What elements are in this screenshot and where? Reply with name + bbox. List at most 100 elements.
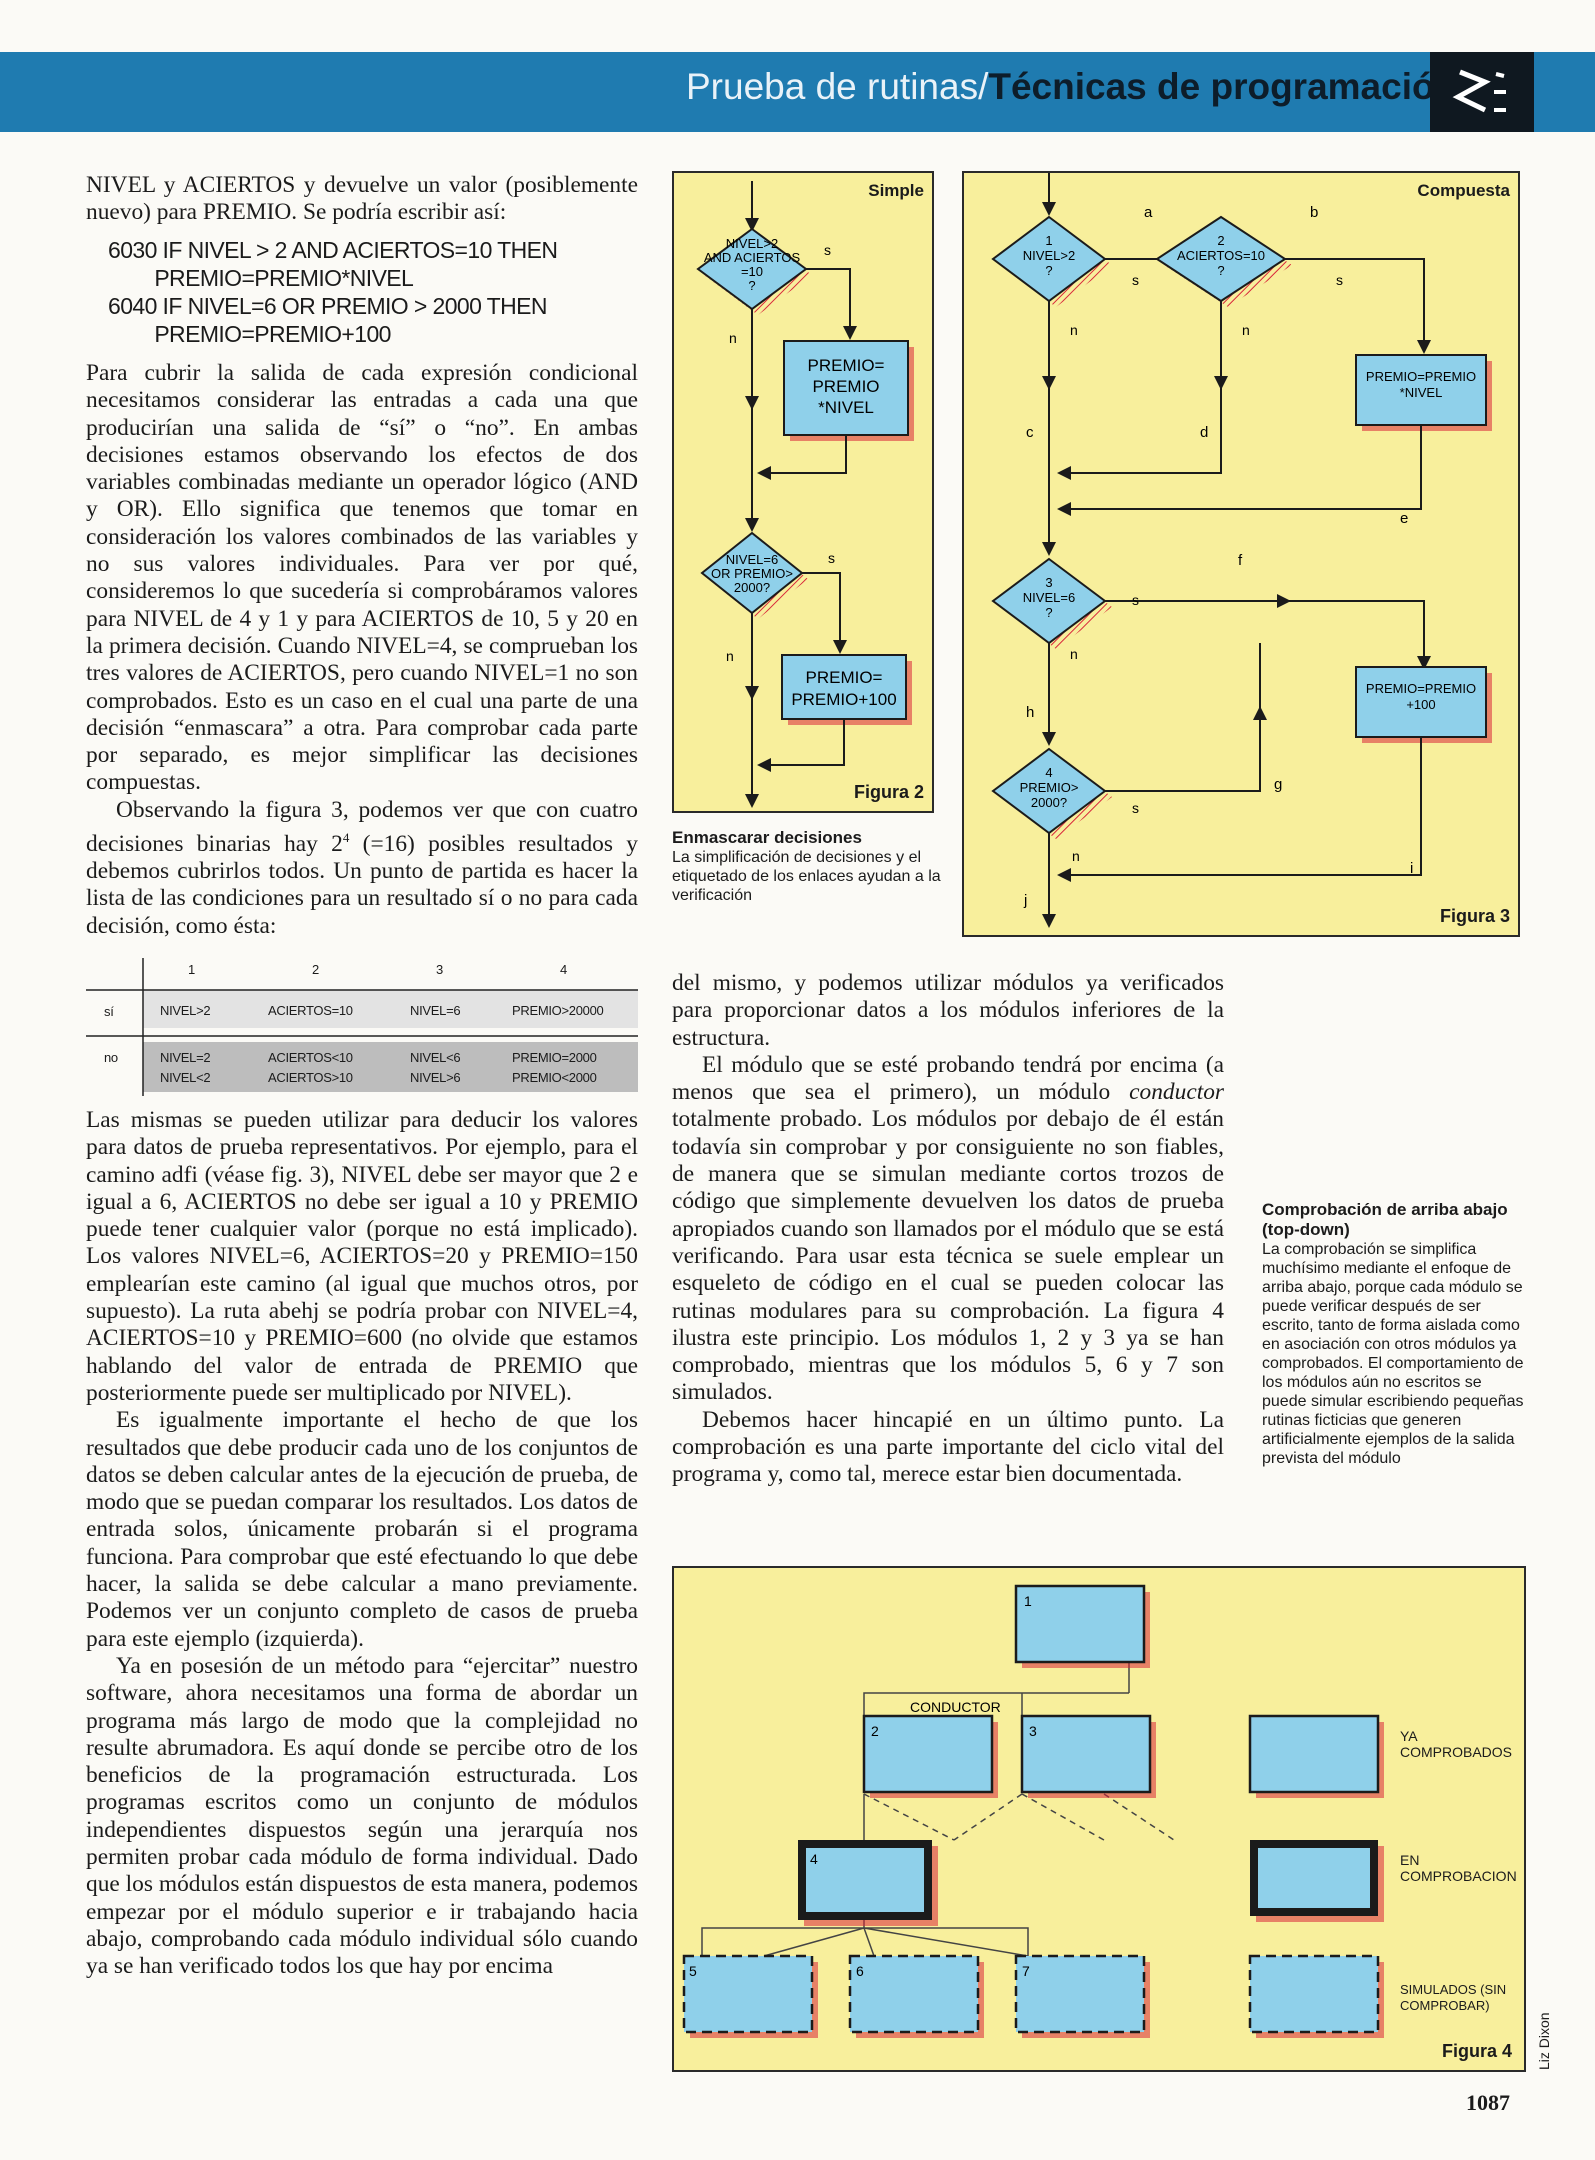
fig2-s-label: s [824, 242, 831, 258]
conductor-label: CONDUCTOR [910, 1699, 1001, 1715]
module-number: 2 [871, 1723, 879, 1739]
fig3-d3-line: 3 [1045, 575, 1052, 590]
row-label-no: no [104, 1050, 118, 1065]
fig3-link-h: h [1026, 704, 1034, 721]
fig2-d1-line: NIVEL>2 [726, 236, 778, 251]
fig3-link-f: f [1238, 552, 1243, 569]
fig3-s-label: s [1132, 800, 1139, 816]
fig3-label: Figura 3 [1439, 906, 1510, 926]
fig4-label: Figura 4 [1441, 2041, 1512, 2061]
fig3-p1-line: *NIVEL [1400, 385, 1443, 400]
fig3-n-label: n [1072, 848, 1080, 864]
side-note: Comprobación de arriba abajo (top-down) … [1262, 1200, 1524, 1468]
fig2-d2-line: OR PREMIO> [711, 566, 793, 581]
table-lines [86, 958, 638, 1096]
fig3-n-label: n [1070, 646, 1078, 662]
page-number: 1087 [1466, 2090, 1510, 2115]
table-row-si: NIVEL>2 ACIERTOS=10 NIVEL=6 PREMIO>20000 [160, 1003, 638, 1018]
fig3-d4-line: 2000? [1031, 795, 1067, 810]
fig3-tag: Compuesta [1417, 181, 1510, 200]
fig3-d2-line: ACIERTOS=10 [1177, 248, 1265, 263]
fig2-d1-line: =10 [741, 264, 763, 279]
table-header: 1 2 3 4 [188, 962, 638, 977]
table-cell: ACIERTOS<10 [268, 1050, 353, 1065]
left-text-block-1: Para cubrir la salida de cada expresión … [86, 360, 638, 940]
table-cell: ACIERTOS=10 [268, 1003, 353, 1018]
fig2-s-label: s [828, 550, 835, 566]
running-head-section: Prueba de rutinas/ [686, 66, 989, 107]
fig3-d1-line: 1 [1045, 233, 1052, 248]
table-row-no1: NIVEL=2 ACIERTOS<10 NIVEL<6 PREMIO=2000 [160, 1050, 638, 1065]
fig2-label: Figura 2 [853, 782, 924, 802]
left-text-block-2: Las mismas se pueden utilizar para deduc… [86, 1107, 638, 1981]
caption-text: La simplificación de decisiones y el eti… [672, 849, 941, 904]
table-cell: ACIERTOS>10 [268, 1070, 353, 1085]
program-line: 6030 IF NIVEL > 2 AND ACIERTOS=10 THEN [108, 237, 558, 263]
fig3-p2-line: +100 [1406, 697, 1435, 712]
series-logo [1430, 52, 1534, 132]
paragraph: El módulo que se esté probando tendrá po… [672, 1051, 1224, 1406]
credit-text: Liz Dixon [1536, 2012, 1552, 2070]
fig2-d1-line: AND ACIERTOS [704, 250, 801, 265]
program-line: PREMIO=PREMIO*NIVEL [108, 265, 414, 291]
fig3-d1-line: NIVEL>2 [1023, 248, 1075, 263]
fig2-p2-line: PREMIO= [806, 668, 883, 687]
fig3-link-i: i [1410, 860, 1413, 877]
legend-tested: YA COMPROBADOS [1400, 1728, 1513, 1760]
figure-3-flowchart: 1 NIVEL>2 ? a s 2 ACIERTOS=10 ? b s PREM… [991, 173, 1492, 928]
table-cell: NIVEL=2 [160, 1050, 211, 1065]
caption-title: Enmascarar decisiones [672, 828, 862, 847]
credit: Liz Dixon [1536, 2000, 1556, 2070]
paragraph: Observando la figura 3, podemos ver que … [86, 796, 638, 939]
fig3-link-c: c [1026, 424, 1034, 441]
fig3-link-g: g [1274, 776, 1282, 793]
module-number: 7 [1022, 1963, 1030, 1979]
fig3-n-label: n [1070, 322, 1078, 338]
middle-text-block: del mismo, y podemos utilizar módulos ya… [672, 970, 1224, 1489]
paragraph: Ya en posesión de un método para “ejerci… [86, 1652, 638, 1980]
fig3-s-label: s [1132, 272, 1139, 288]
fig3-p2-line: PREMIO=PREMIO [1366, 681, 1476, 696]
fig3-s-label: s [1132, 592, 1139, 608]
col-header: 1 [188, 962, 195, 977]
intro-paragraph: NIVEL y ACIERTOS y devuelve un valor (po… [86, 172, 638, 226]
fig2-caption: Enmascarar decisiones La simplificación … [672, 828, 942, 905]
fig2-d1-line: ? [748, 278, 755, 293]
fig3-d1-line: ? [1045, 263, 1052, 278]
fig3-s-label: s [1336, 272, 1343, 288]
fig3-d2-line: 2 [1217, 233, 1224, 248]
module-number: 3 [1029, 1723, 1037, 1739]
fig2-n-label: n [729, 330, 737, 346]
figure-2: NIVEL>2 AND ACIERTOS =10 ? s n PREMIO= P… [672, 171, 934, 813]
module-number: 6 [856, 1963, 864, 1979]
table-row-no2: NIVEL<2 ACIERTOS>10 NIVEL>6 PREMIO<2000 [160, 1070, 638, 1085]
fig2-p1-line: PREMIO [812, 377, 879, 396]
module-number: 5 [689, 1963, 697, 1979]
fig2-n-label: n [726, 648, 734, 664]
fig2-p2-line: PREMIO+100 [791, 690, 896, 709]
figure-4-diagram: 1 2 3 CONDUCTOR 4 5 6 7 [682, 1584, 1384, 2038]
col-header: 3 [436, 962, 443, 977]
col-header: 4 [560, 962, 567, 977]
paragraph: Es igualmente importante el hecho de que… [86, 1407, 638, 1652]
fig3-link-b: b [1310, 204, 1318, 221]
table-cell: NIVEL<2 [160, 1070, 211, 1085]
figure-4: 1 2 3 CONDUCTOR 4 5 6 7 YA COMPROBADOS E [672, 1566, 1526, 2072]
table-cell: NIVEL<6 [410, 1050, 461, 1065]
paragraph: Debemos hacer hincapié en un último punt… [672, 1406, 1224, 1488]
header-bar [0, 52, 1595, 132]
legend-simulated: SIMULADOS (SIN COMPROBAR) [1400, 1982, 1507, 2013]
fig3-d3-line: ? [1045, 605, 1052, 620]
table-cell: NIVEL=6 [410, 1003, 461, 1018]
program-listing: 6030 IF NIVEL > 2 AND ACIERTOS=10 THEN P… [108, 236, 558, 348]
module-number: 1 [1024, 1593, 1032, 1609]
fig3-d4-line: 4 [1045, 765, 1052, 780]
table-cell: NIVEL>6 [410, 1070, 461, 1085]
table-cell: PREMIO<2000 [512, 1070, 597, 1085]
fig3-d2-line: ? [1217, 263, 1224, 278]
fig3-link-a: a [1144, 204, 1153, 221]
fig3-n-label: n [1242, 322, 1250, 338]
col-header: 2 [312, 962, 319, 977]
table-cell: PREMIO>20000 [512, 1003, 604, 1018]
program-line: PREMIO=PREMIO+100 [108, 321, 391, 347]
